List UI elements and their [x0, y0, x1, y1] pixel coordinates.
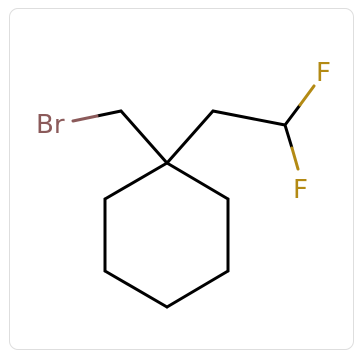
molecule-structure: Br F F: [36, 58, 331, 309]
bond-chf2-to-f2-black: [283, 123, 294, 150]
atom-label-fluorine-2: F: [293, 175, 308, 205]
molecule-card: Br F F: [9, 8, 354, 350]
ring-bond-3: [165, 269, 230, 309]
ring-bond-1: [165, 161, 230, 201]
ring-bond-6: [103, 161, 169, 201]
bond-ch2-to-br-colored: [71, 114, 99, 123]
atom-label-fluorine-1: F: [316, 58, 331, 88]
bond-ch2-to-chf2: [211, 109, 287, 127]
bond-chf2-to-f1-colored: [298, 84, 316, 107]
bond-ring-to-ch2: [119, 109, 169, 165]
atom-label-bromine: Br: [36, 110, 65, 140]
bond-chf2-to-f2-colored: [290, 146, 300, 171]
bond-chf2-to-f1-black: [283, 103, 302, 127]
bond-ring-to-ch2-right: [165, 109, 215, 165]
ring-bond-4: [103, 269, 169, 309]
bond-ch2-to-br-black: [95, 109, 123, 118]
